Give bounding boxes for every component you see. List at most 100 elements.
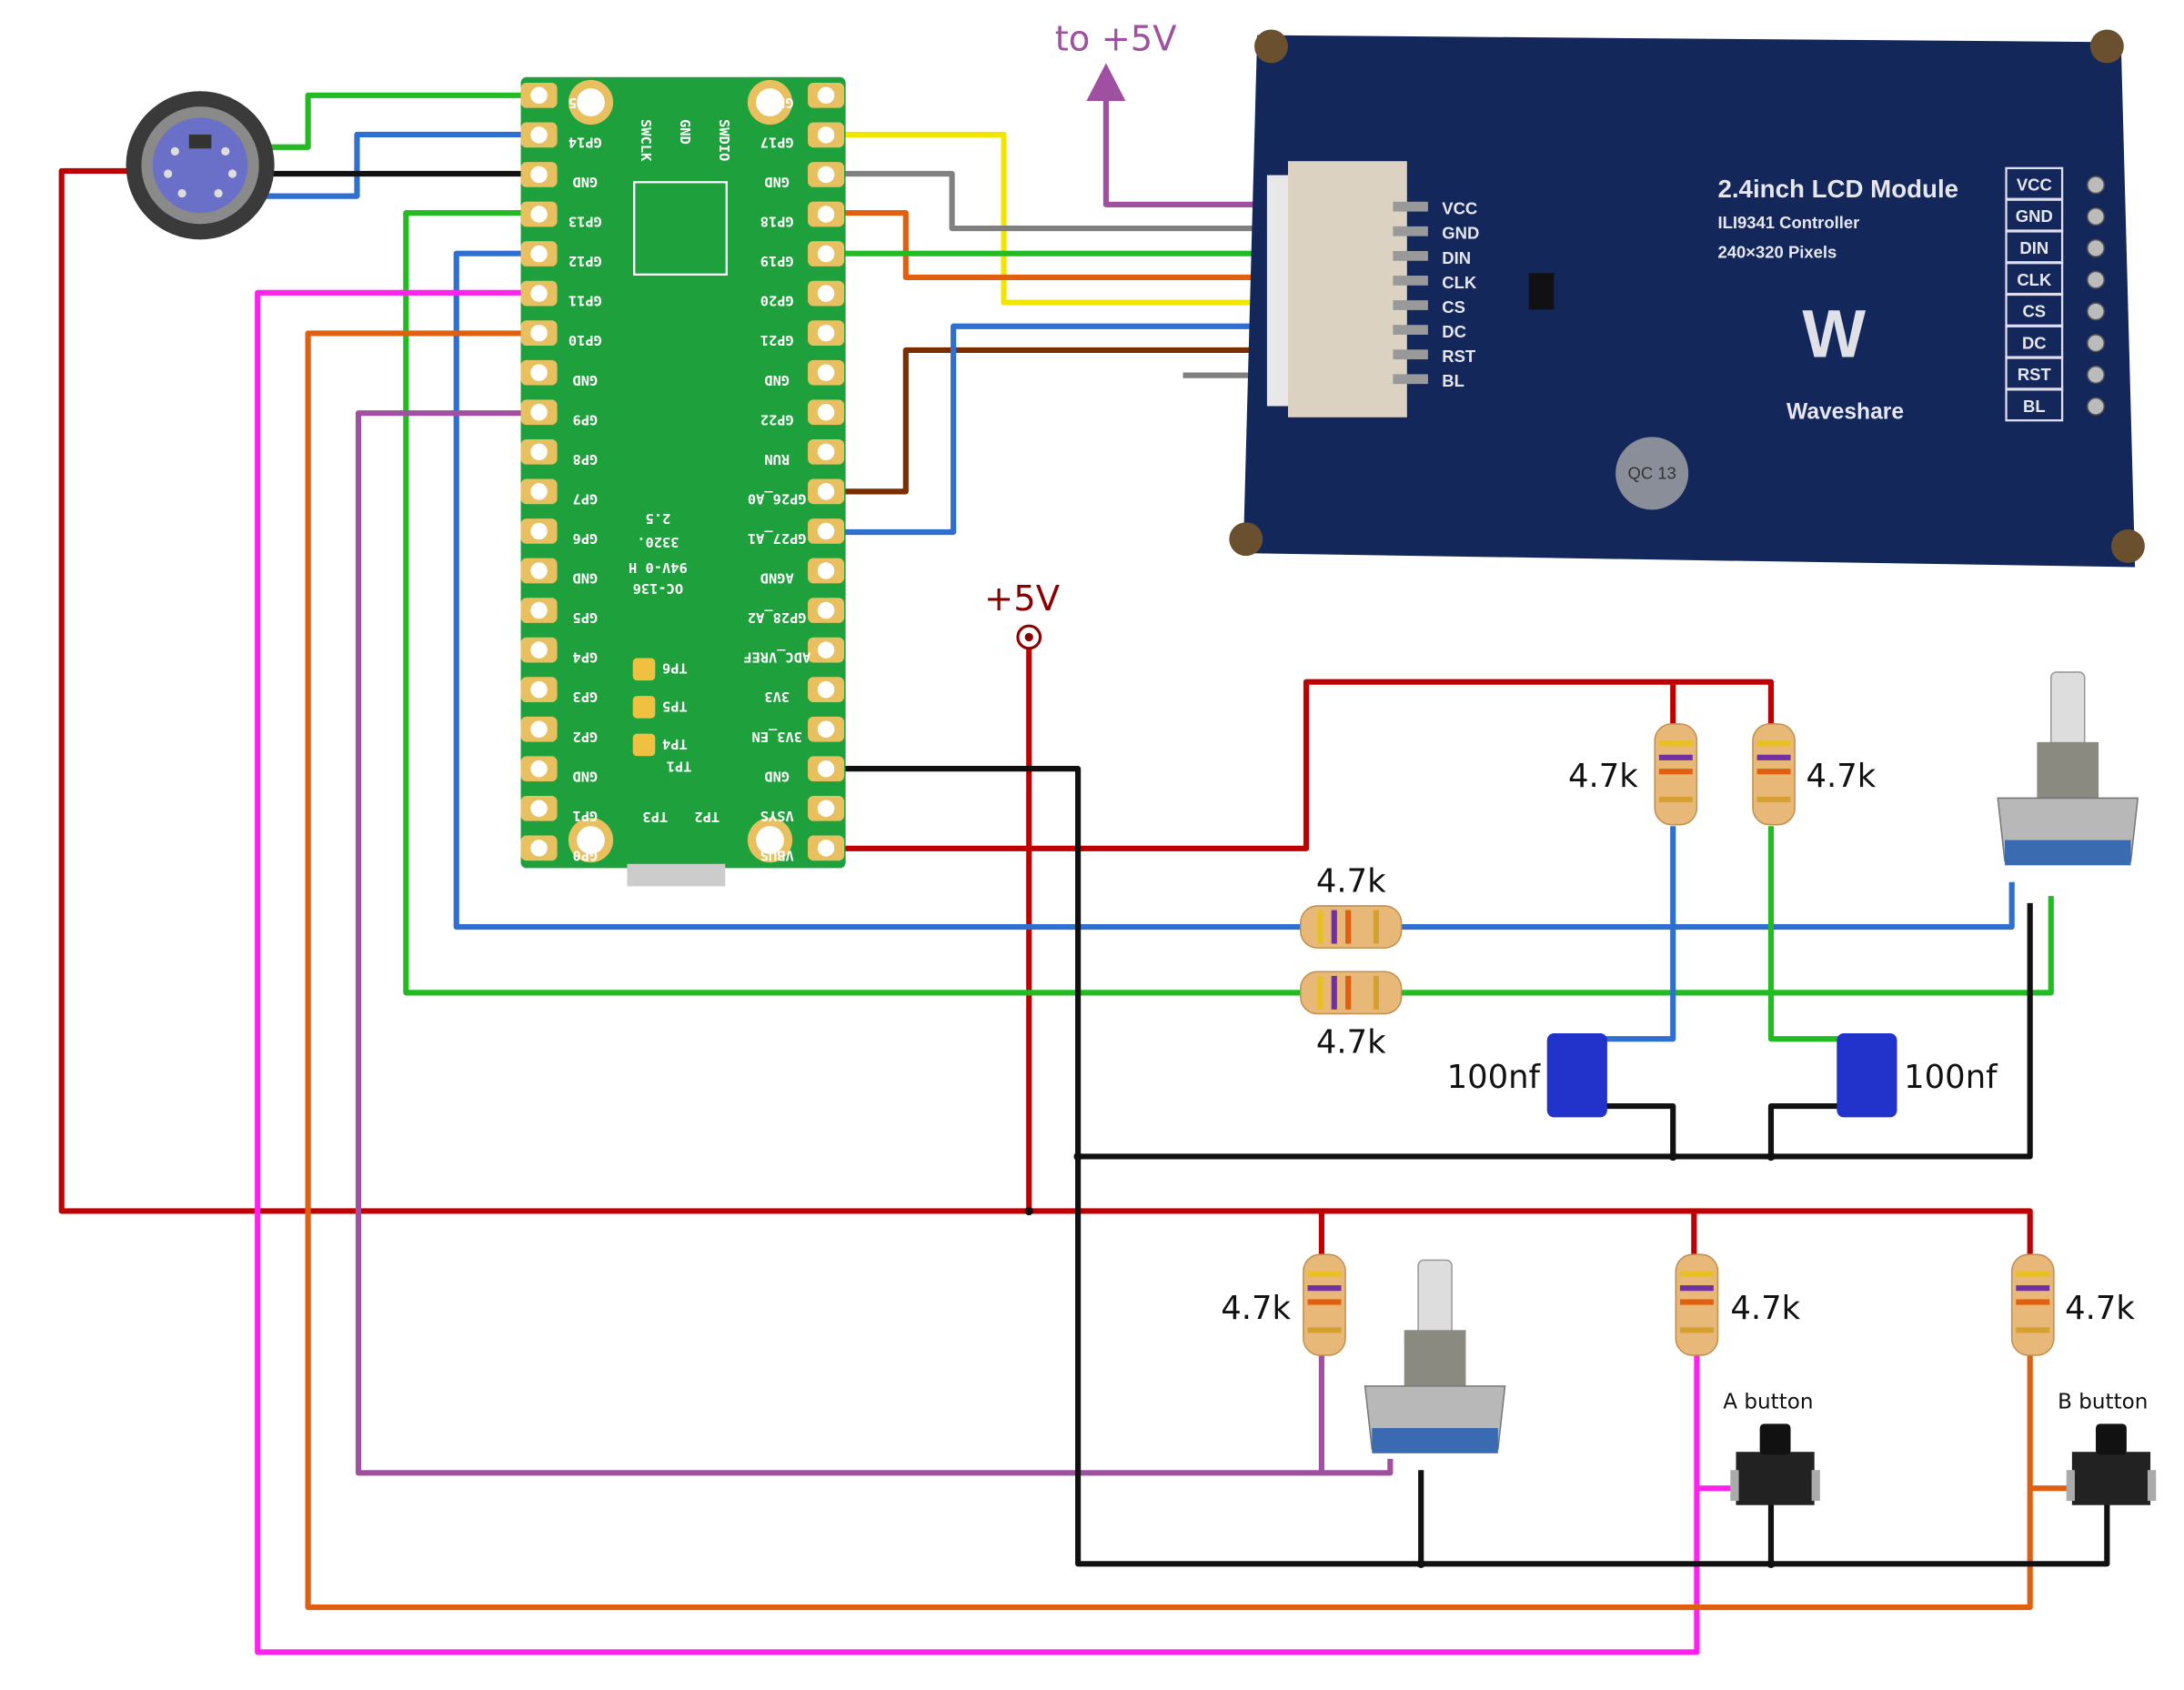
resistor-label: 4.7k	[1316, 1024, 1386, 1061]
pin-label: GP14	[569, 134, 602, 150]
pico-pin: GP11	[520, 280, 602, 309]
lcd-header-pin-label: BL	[2023, 397, 2046, 416]
wire-black-gnd2	[1078, 902, 2033, 1160]
pico-pin: GP28_A2	[748, 598, 845, 626]
plus-5v-label: +5V	[984, 578, 1060, 619]
pin-label: VSYS	[760, 808, 794, 824]
rotary-encoder-2[interactable]	[1364, 1259, 1506, 1454]
pico-pin: GND	[520, 162, 598, 190]
pin-label: GP10	[569, 332, 602, 348]
silkscreen-text: 2.5	[645, 510, 670, 527]
a-button[interactable]: A button	[1723, 1390, 1820, 1505]
pico-pin: GP27_A1	[748, 518, 845, 547]
lcd-connector-pin-label: CLK	[1442, 273, 1477, 292]
wire-orange-gp10	[305, 330, 2033, 1611]
pin-label: 3V3	[764, 689, 790, 705]
pin-label: AGND	[760, 570, 794, 587]
lcd-connector-pin-label: CS	[1442, 297, 1465, 317]
lcd-header-pin-label: GND	[2016, 206, 2053, 226]
lcd-header-pin-label: CLK	[2017, 270, 2052, 289]
button-label: B button	[2058, 1390, 2148, 1413]
capacitor-label: 100nf	[1904, 1059, 1998, 1096]
lcd-header-pin-label: VCC	[2017, 175, 2052, 194]
wire-green-ps2	[224, 92, 539, 150]
ps2-connector	[126, 91, 275, 240]
resistor-label: 4.7k	[1316, 863, 1386, 900]
pico-pin: GP21	[760, 320, 845, 348]
pico-pin: GND	[520, 359, 598, 388]
pico-pin: GP9	[520, 399, 598, 428]
button-label: A button	[1723, 1390, 1813, 1413]
header-hole	[2087, 366, 2106, 385]
pin-label-top: SWDIO	[716, 119, 732, 161]
rotary-encoder-1[interactable]	[1997, 671, 2139, 866]
resistor-label: 4.7k	[1806, 758, 1876, 795]
pin-label: GP16	[760, 95, 794, 111]
waveshare-logo: W	[1802, 297, 1866, 372]
header-hole	[2087, 176, 2106, 195]
pin-label: VBUS	[760, 847, 794, 863]
capacitor-label: 100nf	[1447, 1059, 1542, 1096]
pin-label-top: GND	[677, 119, 693, 145]
pin-label: GP1	[572, 808, 598, 824]
pico-pin: GP5	[520, 598, 598, 626]
pico-pin: GP13	[520, 201, 602, 230]
lcd-connector-pin-label: VCC	[1442, 199, 1477, 218]
pico-pin: VBUS	[760, 835, 845, 863]
pin-label: GP27_A1	[748, 530, 807, 547]
wire-blue-r1	[1603, 826, 1676, 1042]
pico-pin: GP3	[520, 677, 598, 705]
pin-label: GP12	[569, 253, 602, 269]
pin-label: GP19	[760, 253, 794, 269]
pico-pin: GP7	[520, 478, 598, 507]
pin-label: GP8	[572, 451, 598, 468]
b-button[interactable]: B button	[2058, 1390, 2157, 1505]
pin-label: GP15	[569, 95, 602, 111]
pico-pin: GP1	[520, 795, 598, 824]
pin-label-top: SWCLK	[638, 119, 654, 162]
pin-label: 3V3_EN	[751, 729, 802, 745]
pin-label: GP3	[572, 689, 598, 705]
pico-pin: GND	[764, 162, 845, 190]
resistor: 4.7k	[1752, 723, 1877, 826]
junction-dot	[1668, 1152, 1677, 1162]
pico-pin: GP4	[520, 637, 598, 666]
resistor: 4.7k	[1300, 863, 1403, 949]
wire-red-ps2-5v	[58, 167, 2033, 1261]
pin-label: GP6	[572, 530, 598, 547]
pico-pin: GP22	[760, 399, 845, 428]
junction-dot	[1416, 1559, 1425, 1568]
test-point-label: TP5	[662, 698, 688, 714]
wire-black-cap1	[1603, 1102, 1676, 1157]
qc-sticker: QC 13	[1627, 464, 1676, 483]
lcd-header-pin-label: CS	[2022, 302, 2046, 321]
pico-pin: GP12	[520, 241, 602, 269]
pico-pin: GP26_A0	[748, 478, 845, 507]
junction-dot	[1766, 1559, 1776, 1568]
pico-pin: GP10	[520, 320, 602, 348]
wires	[58, 92, 2110, 1655]
wire-blue-gp12	[453, 250, 2015, 931]
header-hole	[2087, 334, 2106, 353]
lcd-connector-pin-label: RST	[1442, 347, 1476, 366]
pin-label: GND	[572, 372, 598, 388]
pin-label: GP13	[569, 214, 602, 230]
pico-pin: GP2	[520, 716, 598, 745]
wire-gray-gp17	[826, 170, 1267, 232]
junction-dot	[1073, 1152, 1082, 1162]
pico-pin: 3V3	[764, 677, 845, 705]
silkscreen-text: OC-136	[633, 580, 684, 597]
wire-purple-gp9	[355, 410, 1394, 1476]
test-point-label: TP4	[662, 736, 688, 752]
pico-pin: GP17	[760, 122, 845, 150]
header-hole	[2087, 270, 2106, 289]
wire-brown-gp26	[826, 347, 1267, 495]
lcd-resolution: 240×320 Pixels	[1717, 242, 1837, 261]
pin-label: GP5	[572, 609, 598, 626]
junction-dot	[1766, 1152, 1776, 1162]
pin-label: GP9	[572, 411, 598, 428]
pico-pin: 3V3_EN	[751, 716, 845, 745]
pin-label: GP2	[572, 729, 598, 745]
